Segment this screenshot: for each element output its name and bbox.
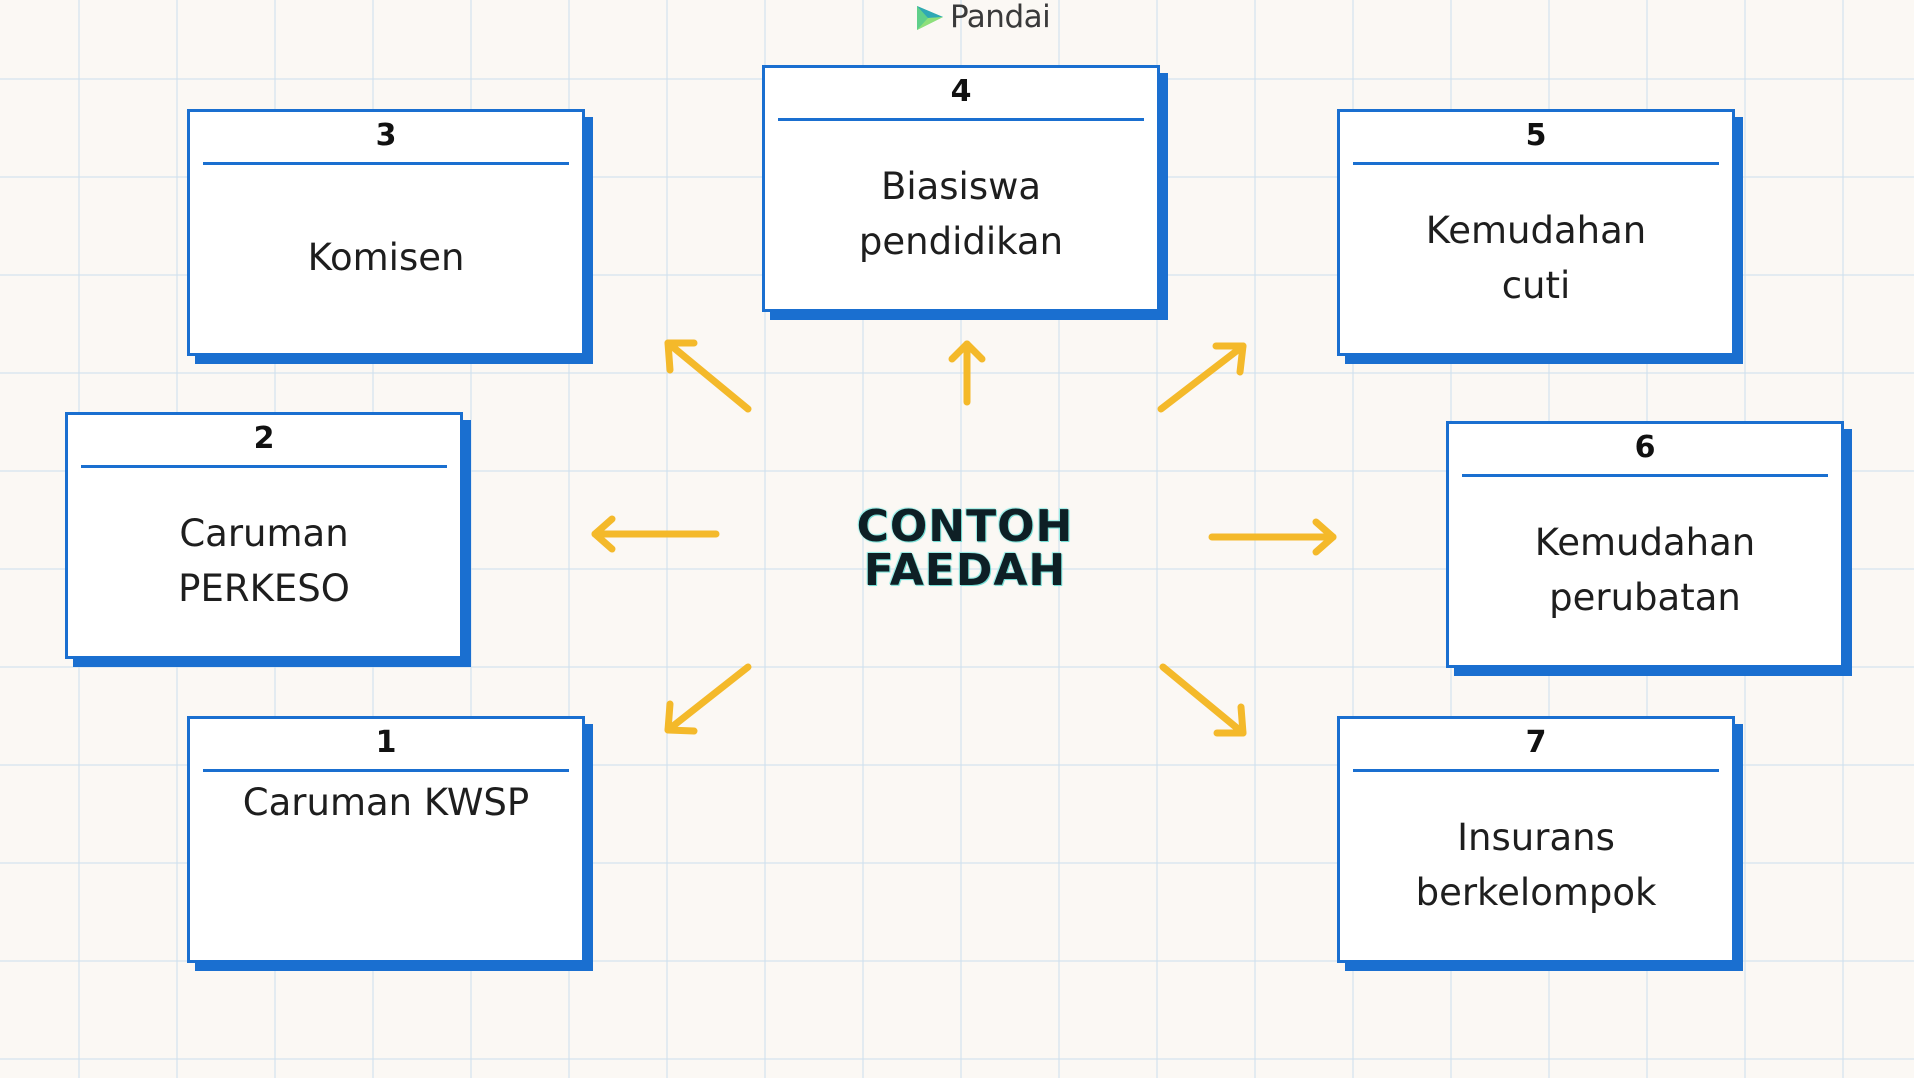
benefit-card-6: 6 Kemudahan perubatan [1446,421,1844,668]
card-number: 7 [1525,725,1547,760]
arrow-to-card-5 [1157,342,1247,413]
pandai-leaf-icon [917,6,943,30]
card-divider [1462,474,1828,477]
card-divider [778,118,1144,121]
card-label: Caruman PERKESO [178,511,350,610]
card-label: Komisen [307,236,465,279]
arrow-to-card-4 [948,340,986,406]
card-number: 4 [950,74,972,109]
card-divider [203,162,569,165]
card-divider [1353,162,1719,165]
card-number: 3 [375,118,397,153]
arrow-to-card-7 [1159,663,1247,737]
pandai-logo: Pandai [914,0,1051,36]
card-number: 2 [253,421,275,456]
arrow-to-card-6 [1208,518,1337,556]
benefit-card-7: 7 Insurans berkelompok [1337,716,1735,963]
card-number: 5 [1525,118,1547,153]
arrow-to-card-2 [591,515,720,553]
benefit-card-4: 4 Biasiswa pendidikan [762,65,1160,312]
arrow-to-card-3 [664,339,752,413]
card-label: Caruman KWSP [242,781,530,824]
center-title: CONTOH FAEDAH [856,501,1074,596]
benefit-card-3: 3 Komisen [187,109,585,356]
benefit-card-2: 2 Caruman PERKESO [65,412,463,659]
card-divider [203,769,569,772]
benefit-card-5: 5 Kemudahan cuti [1337,109,1735,356]
card-divider [1353,769,1719,772]
card-label: Kemudahan perubatan [1534,520,1756,619]
card-label: Kemudahan cuti [1425,208,1647,307]
card-number: 6 [1634,430,1656,465]
pandai-wordmark: Pandai [950,0,1051,35]
card-label: Biasiswa pendidikan [858,164,1064,263]
arrow-to-card-1 [664,663,752,735]
benefit-card-1: 1 Caruman KWSP [187,716,585,963]
card-label: Insurans berkelompok [1415,815,1657,914]
card-number: 1 [375,725,397,760]
card-divider [81,465,447,468]
